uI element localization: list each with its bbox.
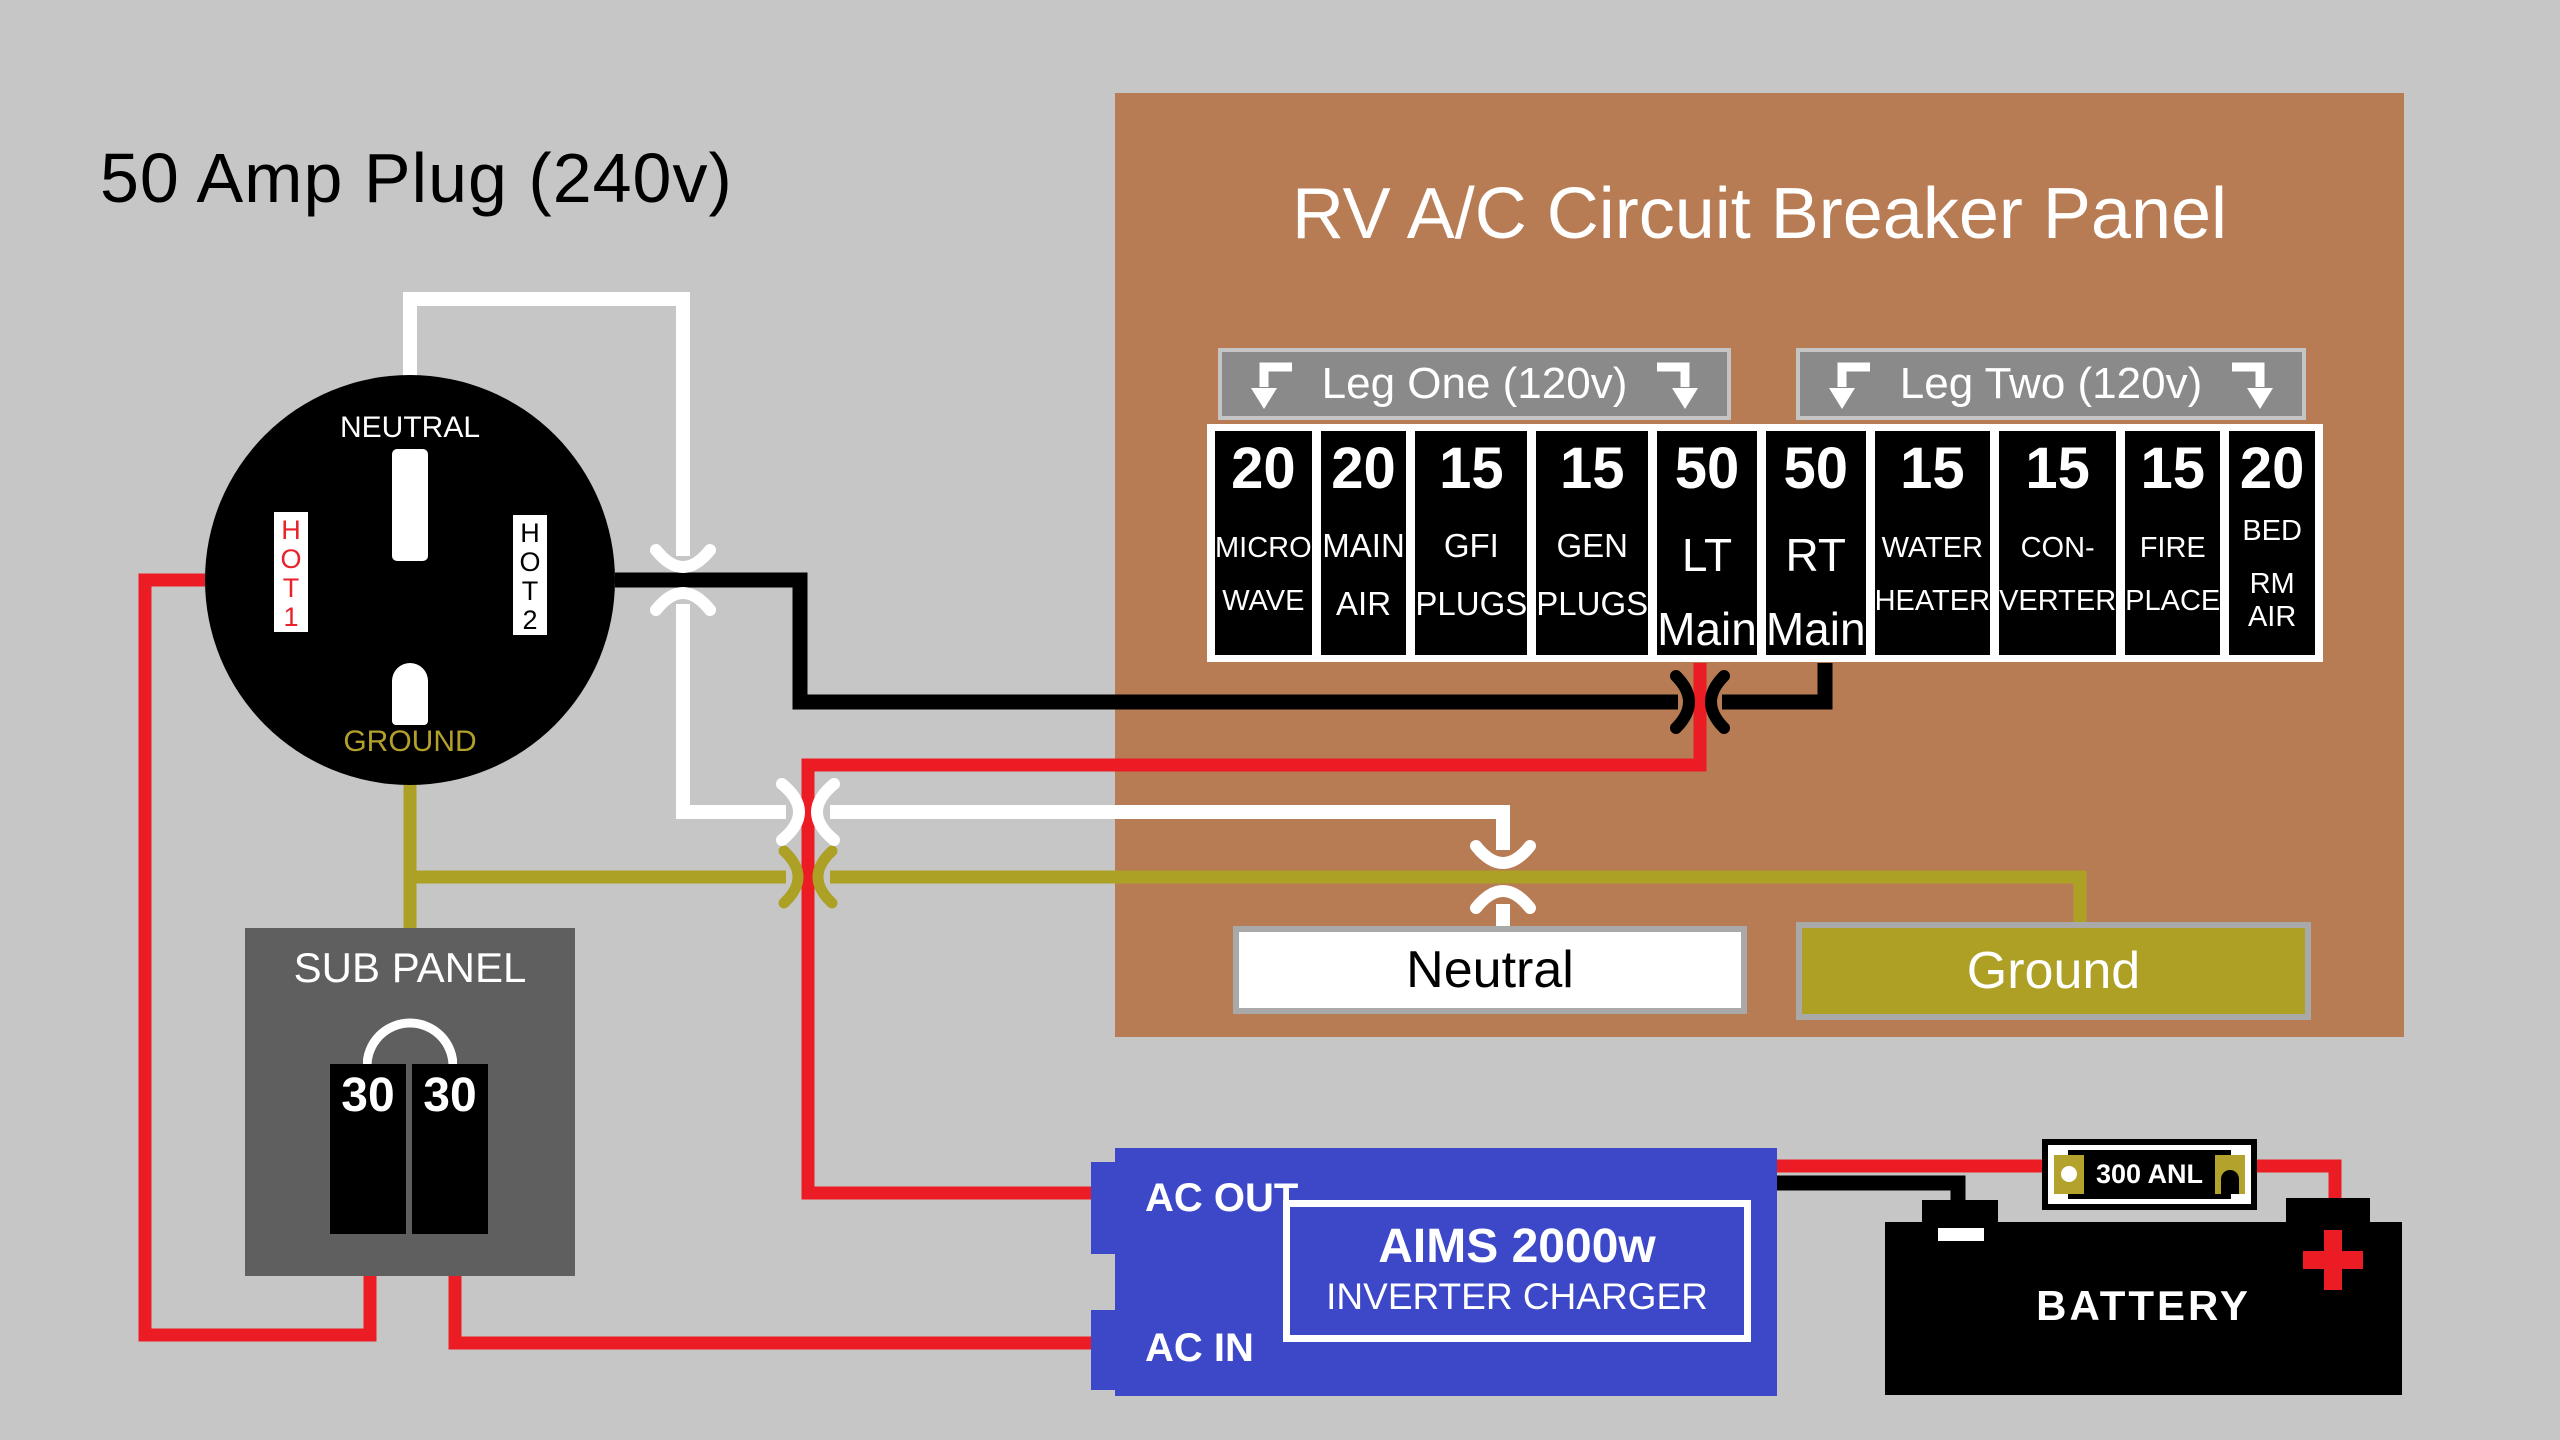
ac-in-label: AC IN: [1145, 1326, 1254, 1370]
sub-panel-title: SUB PANEL: [293, 944, 527, 991]
sub-panel: SUB PANEL 30 30: [245, 928, 575, 1276]
ground-wire-horizontal: [410, 870, 2087, 922]
ground-crossing-hop-marks: [778, 845, 838, 909]
fuse-terminal-left: [2054, 1155, 2084, 1194]
anl-fuse: 300 ANL: [2042, 1139, 2257, 1210]
leg-two-label: Leg Two (120v): [1796, 348, 2306, 420]
breaker-panel: RV A/C Circuit Breaker Panel Leg One (12…: [1115, 93, 2404, 1037]
breaker-amp: 20: [2239, 436, 2305, 501]
breaker-rt-main: 50 RT Main: [1765, 431, 1866, 655]
breaker-label: LT: [1681, 529, 1733, 581]
breaker-lt-main: 50 LT Main: [1657, 431, 1757, 655]
ac-out-to-lt-main-wire: [801, 663, 1707, 1200]
plug-hot1-slot: H O T 1: [274, 512, 308, 632]
sub-breaker-30-left: 30: [330, 1064, 406, 1234]
breaker-label: PLACE: [2125, 584, 2221, 617]
breaker-label: AIR: [1336, 584, 1392, 622]
fuse-notch: [2221, 1170, 2239, 1194]
breaker-amp: 15: [2025, 436, 2090, 501]
ac-out-terminal: [1091, 1162, 1117, 1254]
plus-icon: [2303, 1251, 2363, 1269]
breaker-amp: 15: [2140, 436, 2205, 501]
breaker-converter: 15 CON- VERTER: [1999, 431, 2117, 655]
breaker-panel-title: RV A/C Circuit Breaker Panel: [1291, 174, 2228, 254]
breaker-amp: 15: [1439, 436, 1504, 501]
breaker-label: RM AIR: [2247, 568, 2297, 633]
plug-ground-slot: [392, 663, 428, 725]
breaker-gfi-plugs: 15 GFI PLUGS: [1415, 431, 1528, 655]
breaker-label: FIRE: [2139, 531, 2206, 564]
neutral-olive-crossing-hop-marks: [1470, 840, 1536, 914]
breaker-tie-arc: [363, 1018, 457, 1068]
sub-breaker-30-right: 30: [412, 1064, 488, 1234]
hot1-wire: [138, 573, 377, 1342]
inverter-model: AIMS 2000w: [1378, 1220, 1656, 1273]
breaker-label: PLUGS: [1415, 584, 1528, 622]
breaker-amp: 20: [1331, 436, 1396, 501]
breaker-label: RT: [1785, 529, 1846, 581]
breaker-label: GEN: [1556, 526, 1628, 564]
leg-arrow-left-icon: [1250, 362, 1292, 409]
ac-in-terminal: [1091, 1310, 1117, 1390]
breaker-water-heater: 15 WATER HEATER: [1874, 431, 1991, 655]
breaker-amp: 15: [1900, 436, 1965, 501]
battery-positive-post: [2286, 1198, 2370, 1222]
plug-hot2-slot: H O T 2: [513, 515, 547, 635]
fuse-terminal-right: [2215, 1155, 2245, 1194]
minus-icon: [1938, 1228, 1984, 1241]
fuse-label: 300 ANL: [2095, 1159, 2204, 1189]
breaker-amp: 50: [1783, 436, 1848, 501]
breaker-label: BED: [2242, 515, 2302, 547]
fuse-bolt-hole: [2061, 1166, 2077, 1182]
neutral-wire-right: [830, 805, 1510, 850]
breaker-label: WAVE: [1222, 584, 1305, 617]
neutral-bus: Neutral: [1233, 926, 1747, 1014]
fuse-body: [2068, 1150, 2231, 1199]
plug-neutral-label: NEUTRAL: [339, 411, 481, 444]
leg-two-text: Leg Two (120v): [1899, 359, 2203, 408]
breaker-label: Main: [1657, 603, 1757, 655]
breaker-gen-plugs: 15 GEN PLUGS: [1536, 431, 1649, 655]
breaker-label: PLUGS: [1536, 584, 1649, 622]
breaker-microwave: 20 MICRO WAVE: [1215, 431, 1312, 655]
leg-arrow-left-icon: [1828, 362, 1870, 409]
black-crossing-hop-marks: [1670, 670, 1730, 734]
leg-one-text: Leg One (120v): [1321, 359, 1628, 408]
breaker-label: VERTER: [1999, 584, 2117, 617]
plug-50amp: NEUTRAL H O T 1 H O T 2 GROUND: [205, 375, 615, 785]
battery: BATTERY: [1885, 1198, 2402, 1395]
breaker-label: GFI: [1443, 526, 1499, 564]
plug-neutral-slot: [392, 449, 428, 561]
breaker-label: HEATER: [1874, 584, 1991, 617]
hot2-to-rt-main-wire: [1722, 663, 1833, 710]
neutral-wire-middle: [676, 604, 786, 819]
breaker-label: CON-: [2020, 531, 2095, 564]
leg-arrow-right-icon: [2232, 362, 2274, 409]
breaker-row: 20 MICRO WAVE 20 MAIN AIR 15 GFI PLUGS 15 G…: [1207, 424, 2323, 662]
battery-label: BATTERY: [2036, 1282, 2251, 1329]
breaker-label: MAIN: [1322, 526, 1405, 564]
neutral-red-crossing-hop-marks: [776, 778, 840, 846]
breaker-main-air: 20 MAIN AIR: [1320, 431, 1407, 655]
breaker-label: MICRO: [1215, 531, 1312, 564]
inverter-nameplate: AIMS 2000w INVERTER CHARGER: [1283, 1200, 1751, 1342]
breaker-amp: 15: [1559, 436, 1625, 501]
hot2-wire: [615, 572, 1678, 710]
inverter-charger: AC OUT AC IN AIMS 2000w INVERTER CHARGER: [1091, 1148, 1777, 1396]
ac-out-label: AC OUT: [1145, 1176, 1299, 1220]
neutral-black-crossing-hop-marks: [650, 544, 716, 616]
breaker-label: Main: [1765, 603, 1866, 655]
breaker-amp: 50: [1674, 436, 1740, 501]
plug-ground-label: GROUND: [343, 725, 477, 758]
leg-one-label: Leg One (120v): [1218, 348, 1731, 420]
inverter-type: INVERTER CHARGER: [1326, 1276, 1708, 1317]
ground-bus: Ground: [1796, 922, 2311, 1020]
breaker-bedroom-air: 20 BED RM AIR: [2229, 431, 2315, 655]
breaker-fireplace: 15 FIRE PLACE: [2125, 431, 2221, 655]
breaker-amp: 20: [1231, 436, 1296, 501]
page-title: 50 Amp Plug (240v): [100, 139, 733, 217]
breaker-label: WATER: [1881, 531, 1984, 564]
battery-negative-post: [1922, 1200, 1998, 1222]
leg-arrow-right-icon: [1657, 362, 1699, 409]
